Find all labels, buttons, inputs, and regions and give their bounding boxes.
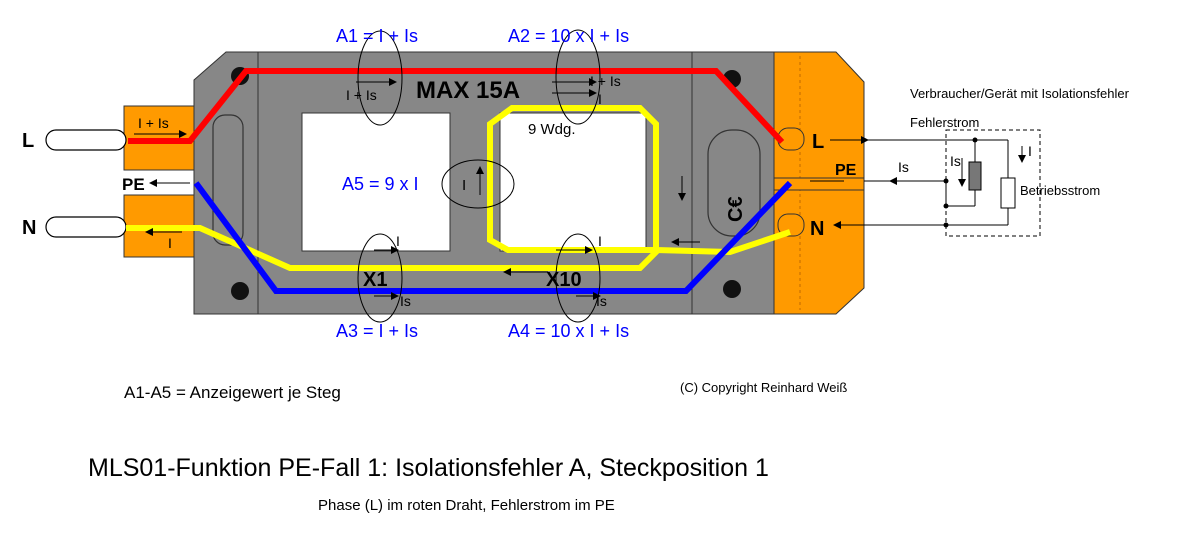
probe-a4 <box>555 233 601 323</box>
pe-left-label: PE <box>122 175 145 194</box>
i-vertical-label: I <box>1028 143 1032 159</box>
bottom-is-left-text: Is <box>400 293 411 309</box>
fault-current-label: Fehlerstrom <box>910 115 979 130</box>
label-a4: A4 = 10 x I + Is <box>508 321 629 341</box>
figure-title: MLS01-Funktion PE-Fall 1: Isolationsfehl… <box>88 454 769 482</box>
socket-n-label: N <box>810 218 824 240</box>
load-resistor <box>1000 177 1016 209</box>
wire-l-red <box>128 68 785 145</box>
loop-a1-text: I + Is <box>346 87 377 103</box>
operating-current-label: Betriebsstrom <box>1020 183 1100 198</box>
plug-i-text: I <box>168 235 172 251</box>
window-right <box>499 112 647 252</box>
right-slot <box>707 129 761 237</box>
probe-a1 <box>357 30 403 126</box>
pin-n-left <box>45 216 127 238</box>
bottom-is-right-text: Is <box>596 293 607 309</box>
window-left <box>301 112 451 252</box>
label-a1: A1 = I + Is <box>336 26 418 46</box>
label-a5: A5 = 9 x I <box>342 174 419 194</box>
screw-bottom-left <box>231 282 249 300</box>
wire-pe-yellow <box>126 105 791 271</box>
is-vertical-label: Is <box>950 153 961 169</box>
is-out-label: Is <box>898 159 909 175</box>
fault-resistor <box>968 161 982 191</box>
device-title: Verbraucher/Gerät mit Isolationsfehler <box>910 86 1130 101</box>
socket-l-label: L <box>812 131 824 153</box>
label-a3: A3 = I + Is <box>336 321 418 341</box>
windings-label: 9 Wdg. <box>528 121 576 138</box>
probe-a3 <box>357 233 403 323</box>
plug-i-is-text: I + Is <box>138 115 169 131</box>
label-a2: A2 = 10 x I + Is <box>508 26 629 46</box>
probe-a2 <box>555 29 601 125</box>
figure-subtitle: Phase (L) im roten Draht, Fehlerstrom im… <box>318 497 615 514</box>
socket-hole-n <box>777 213 805 237</box>
socket-pe-label: PE <box>835 162 857 179</box>
pin-l-label: L <box>22 130 34 152</box>
loop-a2-bottom-text: I <box>598 91 602 107</box>
max-rating: MAX 15A <box>416 77 520 104</box>
x1-label: X1 <box>363 269 387 291</box>
loop-a5-text: I <box>462 177 466 194</box>
ce-mark-icon: C€ <box>725 196 747 222</box>
mid-i-left-text: I <box>396 233 400 249</box>
x10-label: X10 <box>546 269 582 291</box>
left-slot <box>212 114 244 246</box>
copyright-text: (C) Copyright Reinhard Weiß <box>680 380 847 395</box>
probe-a5 <box>441 159 515 209</box>
pin-n-label: N <box>22 217 36 239</box>
mid-i-right-text: I <box>598 233 602 249</box>
pin-l-left <box>45 129 127 151</box>
screw-bottom-right <box>723 280 741 298</box>
wire-n-blue <box>193 180 793 294</box>
legend-text: A1-A5 = Anzeigewert je Steg <box>124 383 341 402</box>
loop-a2-top-text: I + Is <box>590 73 621 89</box>
